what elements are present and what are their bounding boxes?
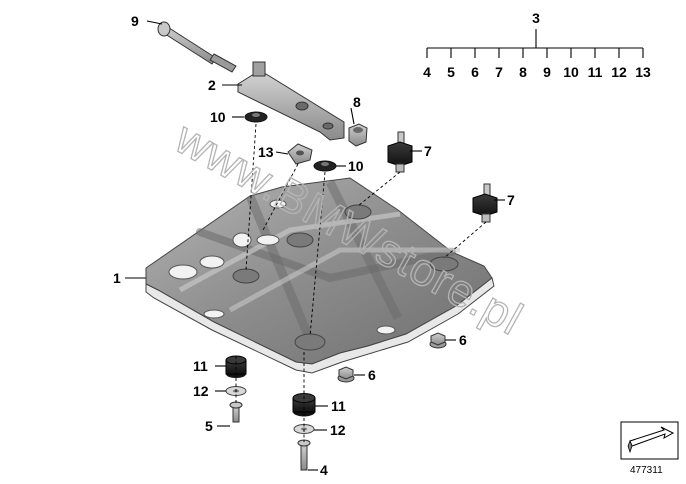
- flange-nut-right: [429, 332, 447, 349]
- rubber-mount-upper: [387, 131, 413, 173]
- direction-arrow-box: [620, 421, 679, 460]
- callout-11-center: 11: [331, 398, 346, 414]
- flange-nut-center: [337, 366, 355, 383]
- callout-6-right: 6: [459, 332, 467, 348]
- long-bolt: [157, 21, 237, 73]
- callout-10-upper: 10: [210, 109, 226, 125]
- callout-10-lower: 10: [348, 158, 364, 174]
- group-member-label: 10: [563, 64, 579, 80]
- callout-11-left: 11: [193, 358, 208, 374]
- callout-7-lower: 7: [507, 192, 515, 208]
- group-member-label: 5: [447, 64, 455, 80]
- group-member-label: 4: [423, 64, 431, 80]
- assembly-lines: [235, 123, 487, 442]
- group-member-label: 12: [611, 64, 627, 80]
- callout-12-center: 12: [330, 422, 346, 438]
- group-member-label: 8: [519, 64, 527, 80]
- callout-labels: 9 2 10 8 13 10 7 7 1 6 6 11 12 5 11 12 4: [113, 13, 515, 478]
- rubber-mount-lower: [472, 183, 498, 223]
- washer-upper-right: [313, 160, 337, 172]
- callout-7-upper: 7: [424, 143, 432, 159]
- group-member-label: 7: [495, 64, 503, 80]
- callout-9: 9: [131, 13, 139, 29]
- callout-13: 13: [258, 144, 274, 160]
- group-label: 3: [532, 10, 540, 26]
- washer-upper-left: [244, 111, 268, 123]
- callout-8: 8: [353, 94, 361, 110]
- skid-plate: [145, 177, 495, 374]
- long-screw: [297, 439, 311, 471]
- spacer: [348, 123, 368, 147]
- group-member-label: 11: [588, 64, 603, 80]
- callout-6-center: 6: [368, 367, 376, 383]
- group-member-label: 13: [635, 64, 651, 80]
- clip-nut: [287, 143, 313, 165]
- reference-number: 477311: [630, 465, 663, 476]
- callout-2: 2: [208, 77, 216, 93]
- callout-5: 5: [205, 418, 213, 434]
- rubber-buffer-center: [292, 393, 316, 417]
- callout-1: 1: [113, 270, 121, 286]
- group-member-label: 9: [543, 64, 551, 80]
- group-member-label: 6: [471, 64, 479, 80]
- callout-4: 4: [320, 462, 328, 478]
- short-bolt: [229, 401, 243, 423]
- bracket: [237, 61, 345, 141]
- leader-lines: [125, 20, 505, 471]
- callout-12-left: 12: [193, 383, 209, 399]
